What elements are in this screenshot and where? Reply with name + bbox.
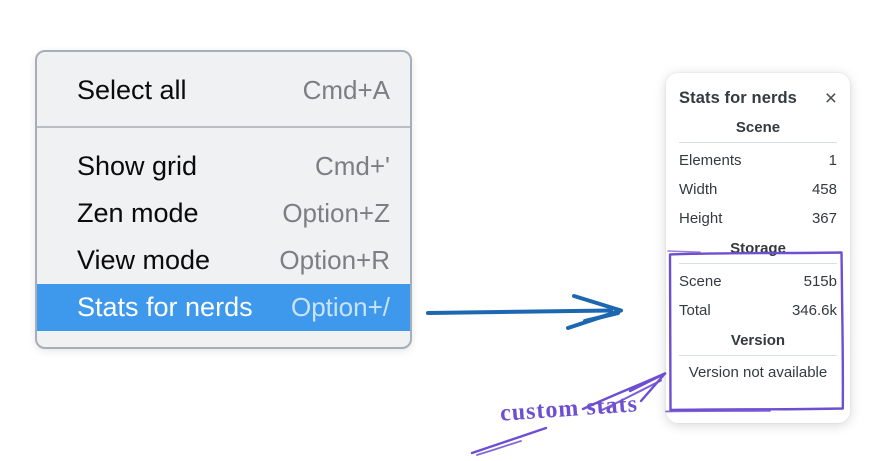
menu-item-shortcut: Option+/ xyxy=(290,292,390,322)
stat-value: 515b xyxy=(803,273,837,290)
menu-item-label: Stats for nerds xyxy=(77,292,253,322)
menu-item-zen-mode[interactable]: Zen mode Option+Z xyxy=(37,190,410,237)
custom-stats-annotation: custom stats xyxy=(499,391,639,427)
stat-value: 1 xyxy=(828,152,837,169)
storage-section-heading: Storage xyxy=(730,240,786,257)
stat-label: Width xyxy=(679,181,718,198)
stat-label: Elements xyxy=(679,152,742,169)
stat-row-height: Height 367 xyxy=(679,204,837,233)
menu-section-bottom: Show grid Cmd+' Zen mode Option+Z View m… xyxy=(37,128,410,345)
section-divider xyxy=(679,355,837,356)
stats-panel-header: Stats for nerds × xyxy=(679,88,837,109)
stat-row-total-size: Total 346.6k xyxy=(679,296,837,325)
menu-item-shortcut: Cmd+A xyxy=(302,74,390,105)
menu-divider xyxy=(37,126,410,128)
menu-item-label: Select all xyxy=(77,74,187,105)
close-icon: × xyxy=(824,87,837,110)
version-message: Version not available xyxy=(688,364,828,381)
menu-item-shortcut: Option+Z xyxy=(282,198,390,228)
stat-row-width: Width 458 xyxy=(679,175,837,204)
stat-label: Height xyxy=(679,210,723,227)
menu-item-stats-for-nerds[interactable]: Stats for nerds Option+/ xyxy=(37,284,410,331)
stat-row-scene-size: Scene 515b xyxy=(679,267,837,296)
section-divider xyxy=(679,263,837,264)
menu-item-label: Zen mode xyxy=(77,198,199,228)
menu-item-show-grid[interactable]: Show grid Cmd+' xyxy=(37,143,410,190)
stat-label: Scene xyxy=(679,273,722,290)
section-divider xyxy=(679,142,837,143)
stat-value: 367 xyxy=(811,210,837,227)
context-menu: Select all Cmd+A Show grid Cmd+' Zen mod… xyxy=(35,50,412,349)
menu-item-label: Show grid xyxy=(77,151,198,181)
stat-value: 346.6k xyxy=(791,302,837,319)
menu-item-view-mode[interactable]: View mode Option+R xyxy=(37,237,410,284)
menu-item-shortcut: Cmd+' xyxy=(314,151,390,181)
stat-label: Total xyxy=(679,302,711,319)
menu-section-top: Select all Cmd+A xyxy=(37,52,410,126)
stats-panel: Stats for nerds × Scene Elements 1 Width… xyxy=(666,73,850,423)
scene-rows: Elements 1 Width 458 Height 367 xyxy=(679,146,837,233)
blue-arrow xyxy=(426,294,623,330)
version-section-heading: Version xyxy=(730,332,786,349)
storage-rows: Scene 515b Total 346.6k xyxy=(679,267,837,325)
menu-item-shortcut: Option+R xyxy=(279,245,390,275)
menu-item-label: View mode xyxy=(77,245,211,275)
menu-item-select-all[interactable]: Select all Cmd+A xyxy=(37,64,410,116)
scene-section-heading: Scene xyxy=(735,119,781,136)
stat-value: 458 xyxy=(811,181,837,198)
stats-panel-title: Stats for nerds xyxy=(679,89,797,107)
stat-row-elements: Elements 1 xyxy=(679,146,837,175)
close-button[interactable]: × xyxy=(825,88,837,109)
